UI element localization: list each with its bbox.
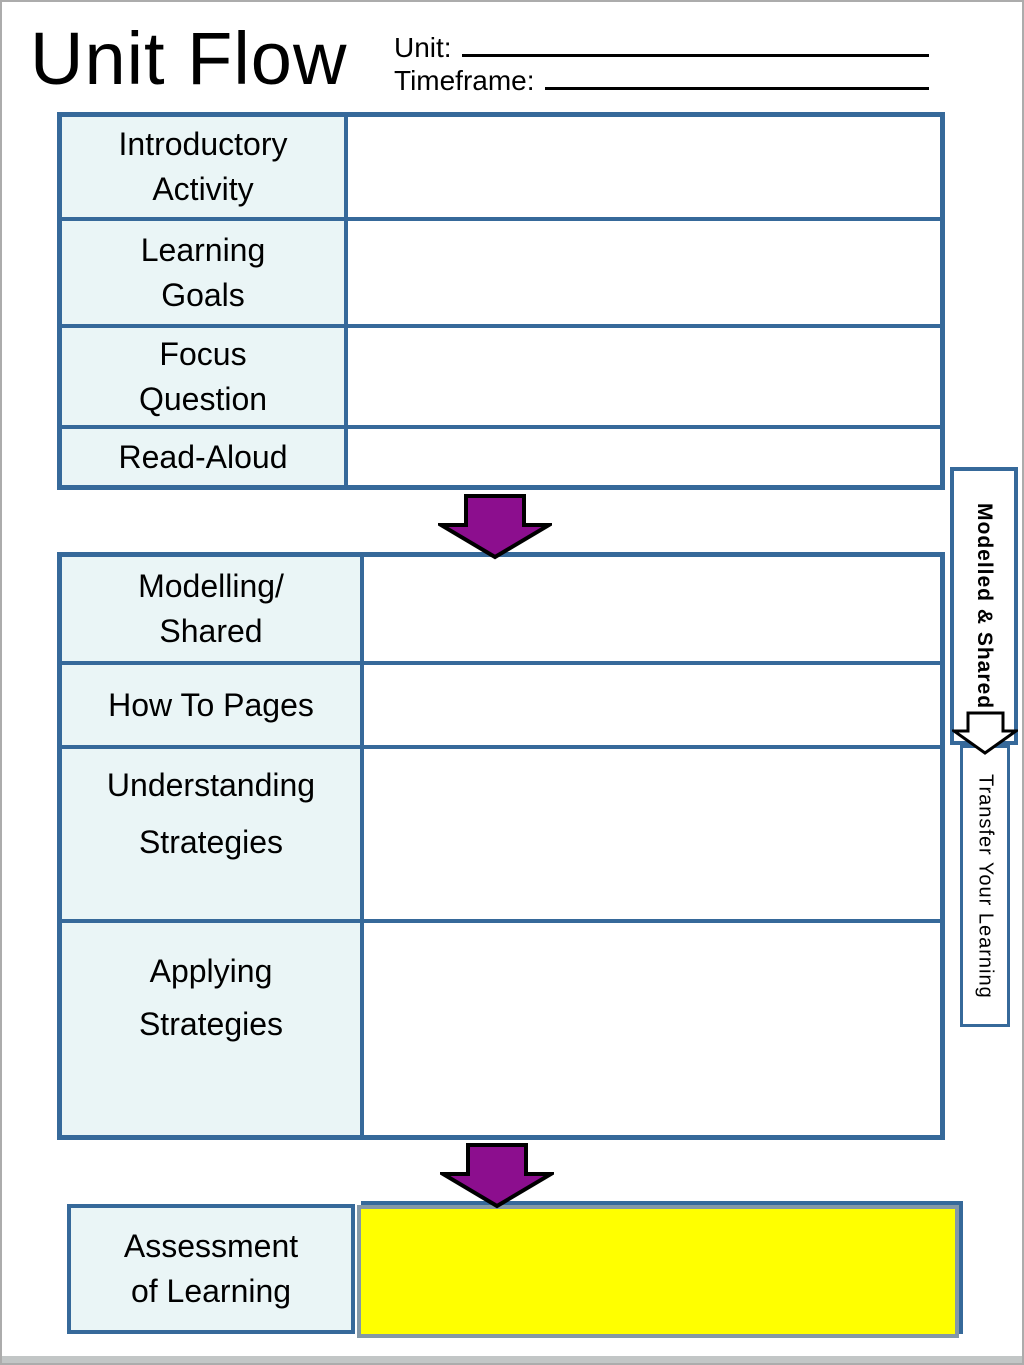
down-arrow-icon [438, 494, 552, 560]
modelled-shared-text: Modelled & Shared [973, 502, 996, 710]
timeframe-field: Timeframe: [394, 63, 929, 96]
modelling-shared-content-cell [364, 557, 940, 661]
assessment-highlight-cell [357, 1205, 959, 1338]
row-label-learning-goals: Learning Goals [62, 221, 344, 324]
timeframe-blank-line [544, 63, 929, 90]
unit-field: Unit: [394, 30, 929, 63]
unit-blank-line [461, 30, 929, 57]
unit-label: Unit: [394, 32, 452, 63]
row-label-read-aloud: Read-Aloud [62, 429, 344, 485]
introductory-activity-content-cell [348, 117, 940, 217]
timeframe-label: Timeframe: [394, 65, 535, 96]
row-label-assessment-of-learning: Assessment of Learning [67, 1204, 355, 1334]
applying-strategies-content-cell [364, 923, 940, 1135]
read-aloud-content-cell [348, 429, 940, 485]
down-arrow-icon [952, 711, 1018, 755]
row-label-focus-question: Focus Question [62, 328, 344, 425]
transfer-learning-side-label: Transfer Your Learning [960, 745, 1010, 1027]
main-table: Modelling/ Shared How To Pages Understan… [57, 552, 945, 1140]
row-label-applying-strategies: Applying Strategies [62, 923, 360, 1135]
page-bottom-edge [2, 1356, 1022, 1363]
intro-table: Introductory Activity Learning Goals Foc… [57, 112, 945, 490]
row-label-how-to-pages: How To Pages [62, 665, 360, 745]
understanding-strategies-content-cell [364, 749, 940, 919]
row-label-understanding-strategies: Understanding Strategies [62, 749, 360, 919]
transfer-learning-text: Transfer Your Learning [974, 773, 997, 999]
how-to-pages-content-cell [364, 665, 940, 745]
row-label-modelling-shared: Modelling/ Shared [62, 557, 360, 661]
row-label-introductory-activity: Introductory Activity [62, 117, 344, 217]
focus-question-content-cell [348, 328, 940, 425]
down-arrow-icon [440, 1143, 554, 1209]
page-title: Unit Flow [30, 17, 348, 100]
learning-goals-content-cell [348, 221, 940, 324]
modelled-shared-side-label: Modelled & Shared [950, 467, 1018, 745]
header-fields: Unit: Timeframe: [394, 30, 929, 96]
